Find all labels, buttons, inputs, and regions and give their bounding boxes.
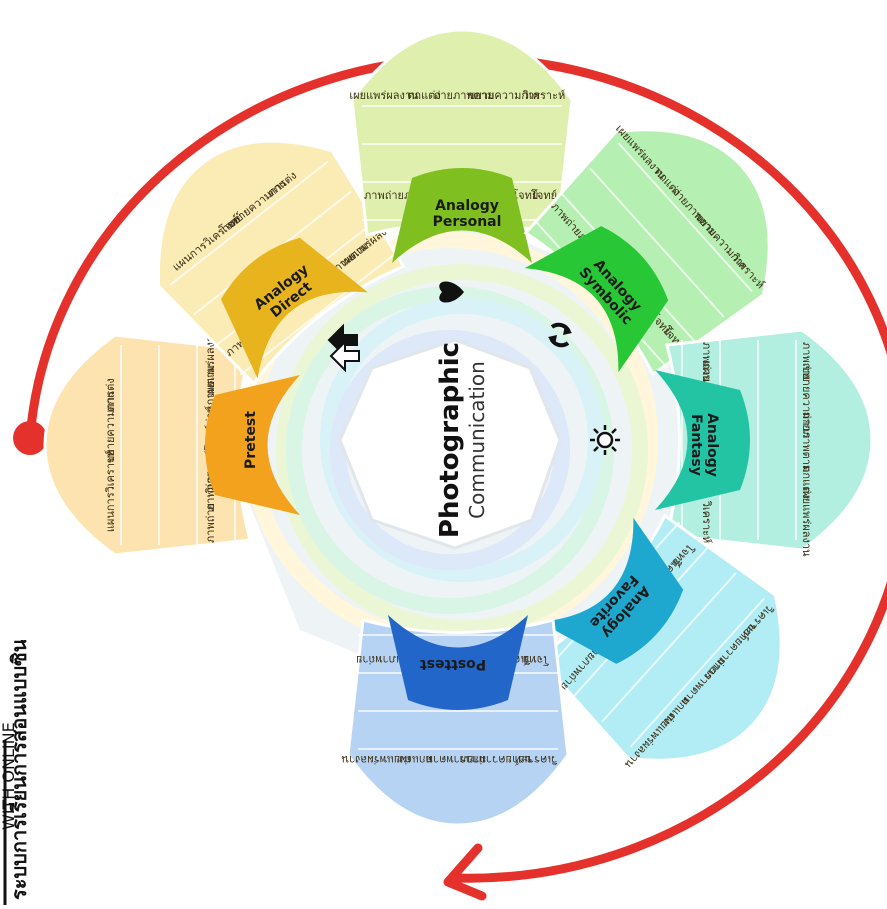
stage-step-text: ถ่ายภาพตาม xyxy=(434,89,495,102)
stage-title: Fantasy xyxy=(688,414,704,476)
caption-line1: ระบบการเรียนการสอนแบบซินเนคติกส์ร่วมกับเ… xyxy=(7,640,31,900)
process-arrow-head xyxy=(443,843,487,901)
stage-step-text: ตกแต่ง xyxy=(399,753,432,766)
stage-petals: ภาพถ่ายภาพถ่ายแผนการวิเคราะห์วิเคราะห์โจ… xyxy=(43,28,874,827)
stage-icons xyxy=(327,281,620,455)
stage-step-text: โจทย์ xyxy=(531,188,557,202)
stage-petal: ภาพถ่ายเผยแพร่ผลงานภาพถ่ายตกแต่งแผนการวิ… xyxy=(349,28,574,263)
center-octagon xyxy=(338,338,562,550)
refresh-icon xyxy=(548,322,572,348)
stage-tab xyxy=(388,615,528,710)
stage-step-text: ขยายความการ xyxy=(104,391,117,463)
stage-title: Analogy xyxy=(704,413,720,477)
aperture-ring xyxy=(330,330,570,570)
upload-icon xyxy=(327,323,360,373)
stage-step-text: ขยายความการ xyxy=(460,753,532,766)
stage-card-divider xyxy=(589,167,725,318)
aperture-ring xyxy=(320,298,604,582)
stage-petal: โจทย์วิเคราะห์วิเคราะห์โจทย์ขยายความการแ… xyxy=(535,513,783,771)
stage-step-text: ตกแต่ง xyxy=(104,378,117,411)
stage-card-divider xyxy=(617,142,753,293)
heart-icon xyxy=(439,281,464,303)
stage-card-divider xyxy=(629,597,765,748)
stage-title: Personal xyxy=(433,214,502,230)
stage-step-text: ขยายความการ xyxy=(800,366,813,438)
stage-step-text: ถ่ายภาพตาม xyxy=(426,753,487,766)
stage-title: Analogy xyxy=(435,198,499,214)
stage-step-text: ถ่ายภาพตาม xyxy=(800,412,813,473)
stage-step-text: ตกแต่ง xyxy=(407,89,440,102)
stage-tab xyxy=(539,517,684,664)
stage-step-text: ขยายความการ xyxy=(468,89,540,102)
stage-title: Pretest xyxy=(243,411,259,469)
sun-icon xyxy=(590,425,620,455)
stage-tab xyxy=(524,226,669,373)
stage-tab xyxy=(220,237,368,379)
stage-step-text: เผยแพร่ผลงาน xyxy=(341,753,411,766)
stage-step-text: วิเคราะห์ xyxy=(515,753,558,766)
stage-step-text: โจทย์ xyxy=(523,653,549,667)
caption-line2: WITH ONLINE xyxy=(0,722,18,830)
stage-card-divider xyxy=(169,160,329,286)
stage-step-text: เผยแพร่ผลงาน xyxy=(204,328,217,398)
stage-step-text: วิเคราะห์ xyxy=(700,500,713,543)
stage-petal: ภาพถ่ายภาพถ่ายแผนการวิเคราะห์วิเคราะห์โจ… xyxy=(156,139,406,386)
stage-step-text: ภาพถ่าย xyxy=(800,342,813,382)
caption-block: ระบบการเรียนการสอนแบบซินเนคติกส์ร่วมกับเ… xyxy=(0,640,31,905)
stage-card-divider xyxy=(601,572,737,723)
stage-card-divider xyxy=(239,250,399,376)
stage-step-text: เผยแพร่ผลงาน xyxy=(349,89,419,102)
stage-step-text: ภาพถ่าย xyxy=(204,503,217,543)
stage-tab xyxy=(655,370,750,510)
process-start-dot xyxy=(13,421,47,455)
stage-step-text: ตกแต่ง xyxy=(800,465,813,498)
center-subtitle: Communication xyxy=(465,361,489,519)
process-arrow-arc xyxy=(25,53,887,883)
stage-step-text: วิเคราะห์ xyxy=(522,89,565,102)
stage-step-text: เผยแพร่ผลงาน xyxy=(800,487,813,557)
stage-step-text: ภาพถ่าย xyxy=(700,342,713,382)
aperture-ring xyxy=(276,264,648,636)
center-title: Photographic xyxy=(435,342,465,538)
stage-tab xyxy=(392,168,532,263)
stage-tab xyxy=(205,375,300,515)
stage-petal: ภาพถ่ายภาพถ่ายแผนการวิเคราะห์วิเคราะห์โจ… xyxy=(43,328,300,557)
stage-title: Posttest xyxy=(420,656,486,672)
stage-step-text: ภาพถ่าย xyxy=(364,189,404,202)
stage-petal: โจทย์วิเคราะห์วิเคราะห์โจทย์ขยายความการแ… xyxy=(341,615,570,827)
stage-petal: ภาพถ่ายภาพถ่ายแผนการวิเคราะห์ขยายความการ… xyxy=(655,328,874,557)
stage-step-text: ภาพถ่าย xyxy=(356,653,396,666)
stage-step-text: แผนการวิเคราะห์ xyxy=(104,450,117,532)
